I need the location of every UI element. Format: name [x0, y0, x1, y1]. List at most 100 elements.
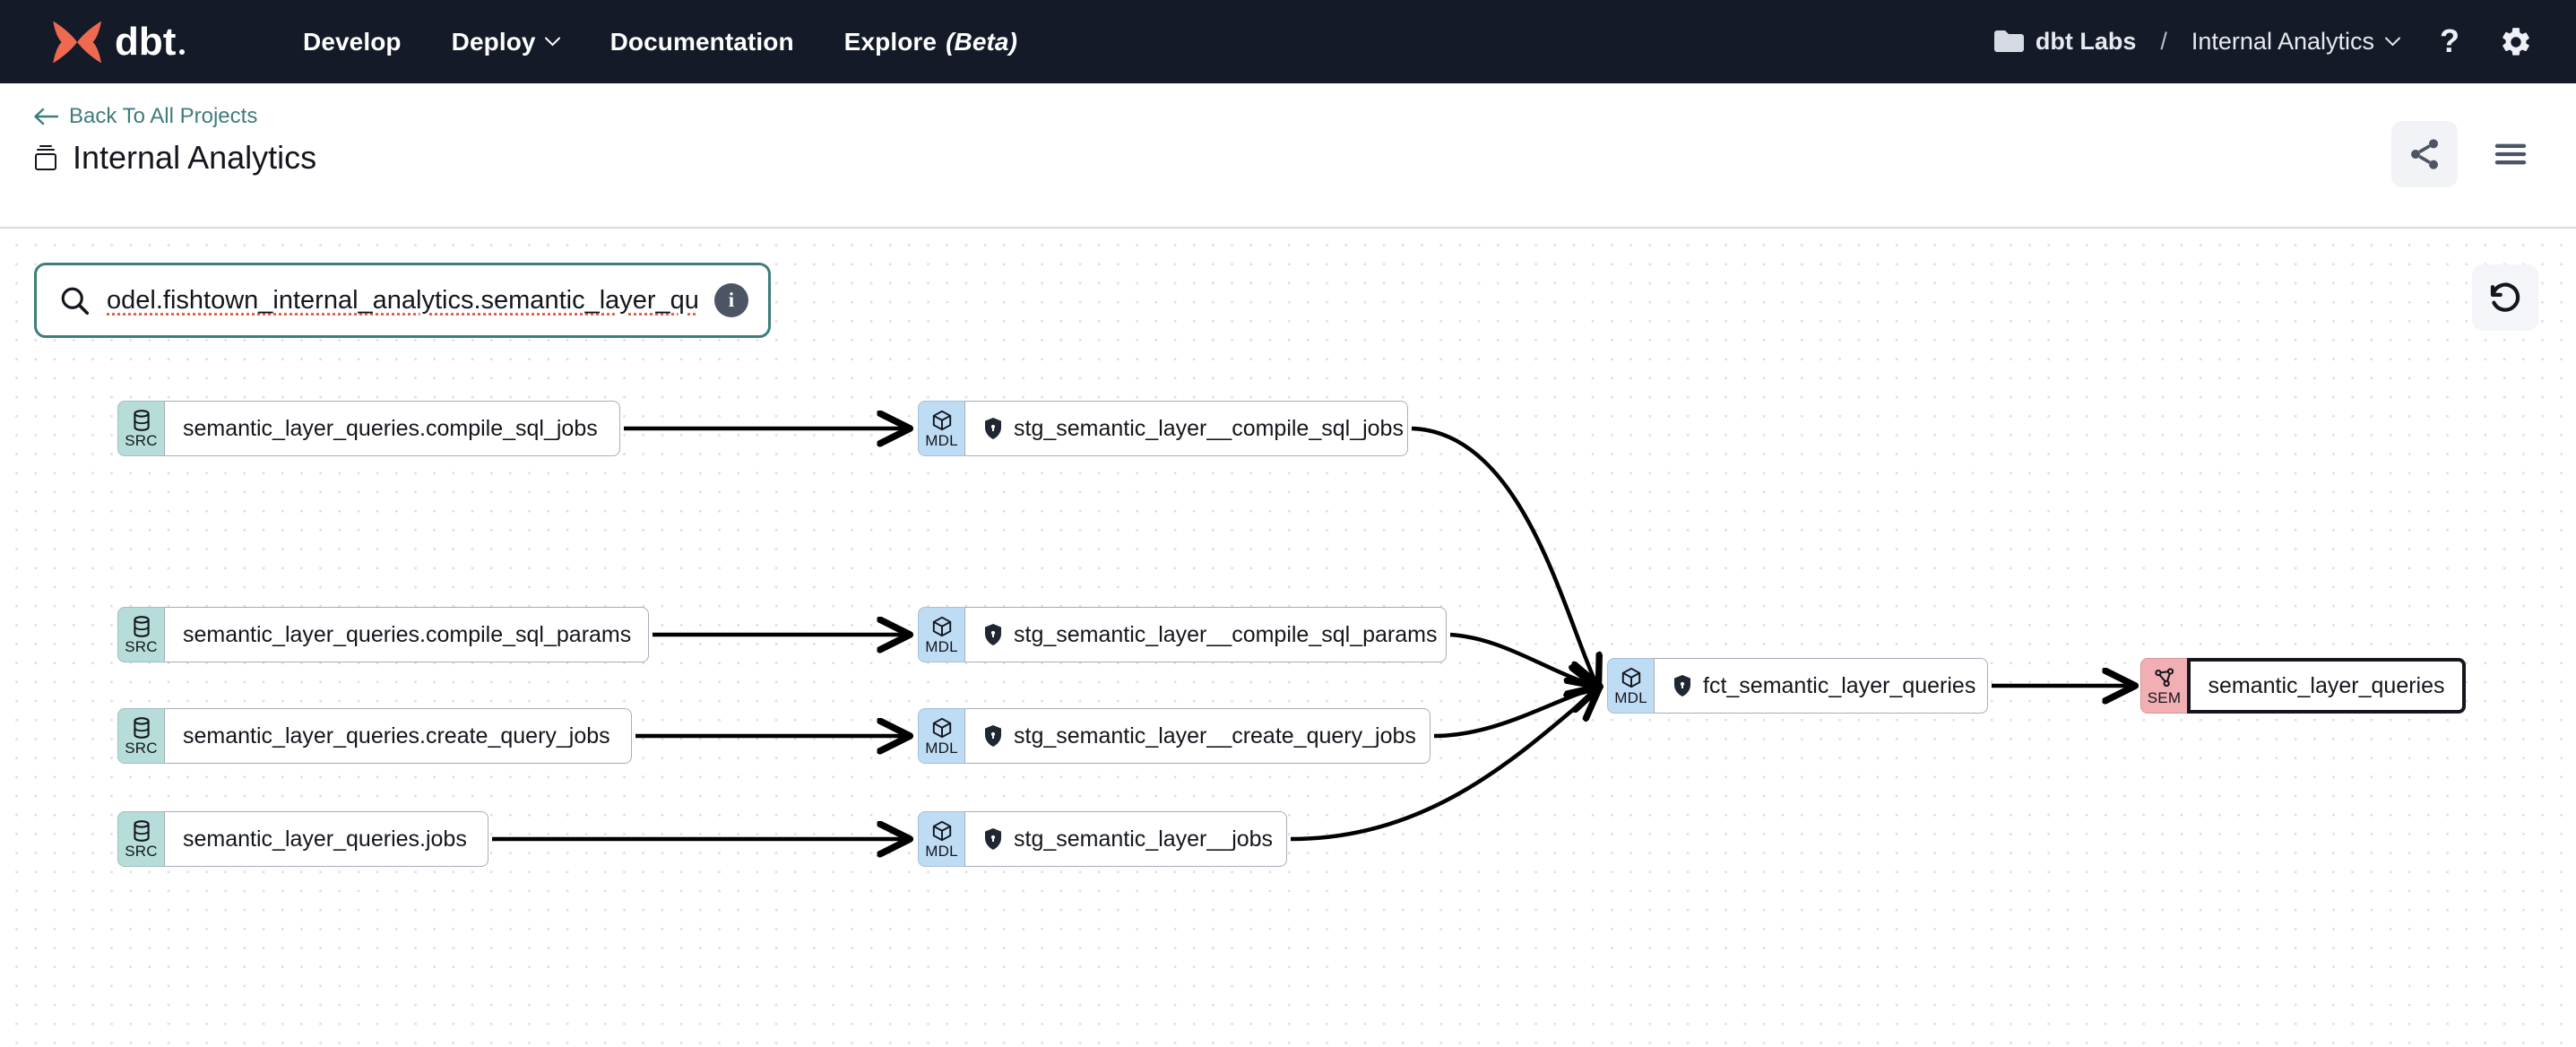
page-title-label: Internal Analytics [73, 139, 317, 176]
nav-link-documentation-label: Documentation [609, 27, 794, 56]
lineage-node-label-container[interactable]: stg_semantic_layer__compile_sql_params [964, 607, 1447, 662]
project-selector-label: Internal Analytics [2191, 28, 2374, 55]
lineage-node-src-compile-sql-jobs[interactable]: SRC semantic_layer_queries.compile_sql_j… [117, 401, 620, 456]
node-type-badge-mdl: MDL [918, 607, 964, 662]
reset-rotate-ccw-icon [2490, 282, 2520, 312]
private-shield-icon [1673, 674, 1692, 697]
svg-text:dbt: dbt [115, 22, 177, 63]
project-subheader: Back To All Projects Internal Analytics [0, 83, 2576, 229]
lineage-node-label: fct_semantic_layer_queries [1703, 672, 1976, 698]
lineage-node-src-jobs[interactable]: SRC semantic_layer_queries.jobs [117, 811, 488, 867]
question-mark-icon: ? [2440, 22, 2459, 59]
node-type-badge-label: SRC [125, 843, 158, 860]
account-project-breadcrumb[interactable]: dbt Labs / Internal Analytics [1993, 28, 2400, 56]
node-type-badge-label: MDL [925, 432, 958, 449]
lineage-node-label-container[interactable]: semantic_layer_queries.compile_sql_jobs [164, 401, 620, 456]
page-title: Internal Analytics [32, 139, 316, 177]
node-type-badge-mdl: MDL [918, 708, 964, 764]
lineage-node-label-container[interactable]: stg_semantic_layer__jobs [964, 811, 1287, 867]
private-shield-icon [983, 623, 1003, 646]
lineage-node-src-compile-sql-params[interactable]: SRC semantic_layer_queries.compile_sql_p… [117, 607, 649, 662]
semantic-network-icon [2154, 668, 2174, 688]
lineage-node-mdl-stg-jobs[interactable]: MDL stg_semantic_layer__jobs [918, 811, 1287, 867]
lineage-node-label-container[interactable]: semantic_layer_queries.compile_sql_param… [164, 607, 649, 662]
lineage-node-label: semantic_layer_queries.create_query_jobs [183, 723, 610, 748]
reset-view-button[interactable] [2472, 264, 2538, 331]
node-type-badge-label: SEM [2147, 689, 2182, 706]
arrow-left-icon [34, 108, 59, 125]
settings-button[interactable] [2499, 25, 2533, 59]
view-mode-toggle-group [2391, 121, 2544, 187]
lineage-view-toggle[interactable] [2391, 121, 2458, 187]
lineage-node-label: stg_semantic_layer__jobs [1014, 826, 1274, 852]
nav-link-deploy-label: Deploy [451, 27, 536, 56]
lineage-node-label: stg_semantic_layer__create_query_jobs [1014, 723, 1416, 748]
node-type-badge-src: SRC [117, 401, 164, 456]
node-type-badge-src: SRC [117, 607, 164, 662]
node-type-badge-label: SRC [125, 638, 158, 655]
node-type-badge-mdl: MDL [1607, 658, 1654, 714]
node-type-badge-src: SRC [117, 708, 164, 764]
lineage-node-label-container[interactable]: semantic_layer_queries [2187, 658, 2466, 714]
info-circle-icon[interactable]: i [714, 283, 748, 317]
lineage-node-mdl-stg-create-query-jobs[interactable]: MDL stg_semantic_layer__create_query_job… [918, 708, 1431, 764]
search-input[interactable] [107, 285, 698, 316]
nav-right-cluster: dbt Labs / Internal Analytics ? [1993, 22, 2542, 62]
cube-icon [932, 820, 951, 842]
node-type-badge-mdl: MDL [918, 811, 964, 867]
node-type-badge-src: SRC [117, 811, 164, 867]
project-selector[interactable]: Internal Analytics [2191, 28, 2400, 56]
nav-link-develop-label: Develop [303, 27, 402, 56]
chevron-down-icon [544, 37, 560, 47]
search-bar[interactable]: i [34, 263, 771, 338]
database-cylinder-icon [133, 717, 150, 739]
nav-link-deploy[interactable]: Deploy [427, 19, 585, 65]
lineage-node-label-container[interactable]: fct_semantic_layer_queries [1654, 658, 1988, 714]
cube-icon [1621, 667, 1640, 688]
lineage-node-label: semantic_layer_queries [2208, 672, 2445, 698]
nav-link-develop[interactable]: Develop [278, 19, 427, 65]
folder-icon [1993, 30, 2024, 52]
lineage-node-label-container[interactable]: semantic_layer_queries.jobs [164, 811, 488, 867]
dbt-logo-wordmark: dbt [115, 22, 185, 63]
node-type-badge-label: SRC [125, 432, 158, 449]
lineage-node-sem-semantic-layer-queries[interactable]: SEM semantic_layer_queries [2140, 658, 2466, 714]
back-to-all-projects-link[interactable]: Back To All Projects [32, 104, 257, 129]
help-button[interactable]: ? [2436, 22, 2463, 62]
lineage-node-src-create-query-jobs[interactable]: SRC semantic_layer_queries.create_query_… [117, 708, 632, 764]
list-view-toggle[interactable] [2477, 121, 2544, 187]
lineage-node-label: semantic_layer_queries.compile_sql_param… [183, 621, 632, 647]
nav-link-explore[interactable]: Explore (Beta) [819, 19, 1042, 65]
nav-link-documentation[interactable]: Documentation [585, 19, 819, 65]
node-type-badge-label: MDL [1614, 689, 1647, 706]
nav-link-explore-label: Explore [843, 27, 938, 56]
lineage-node-label: semantic_layer_queries.jobs [183, 826, 467, 852]
database-cylinder-icon [133, 820, 150, 842]
private-shield-icon [983, 724, 1003, 748]
lineage-node-mdl-fct-semantic-layer-queries[interactable]: MDL fct_semantic_layer_queries [1607, 658, 1988, 714]
private-shield-icon [983, 417, 1003, 440]
cube-icon [932, 410, 951, 431]
gear-icon [2503, 27, 2529, 56]
node-type-badge-label: SRC [125, 740, 158, 757]
lineage-node-mdl-stg-compile-sql-jobs[interactable]: MDL stg_semantic_layer__compile_sql_jobs [918, 401, 1408, 456]
database-cylinder-icon [133, 616, 150, 637]
lineage-node-mdl-stg-compile-sql-params[interactable]: MDL stg_semantic_layer__compile_sql_para… [918, 607, 1447, 662]
private-shield-icon [983, 827, 1003, 851]
top-navigation-bar: dbt Develop Deploy Documentation Explore… [0, 0, 2576, 83]
lineage-canvas[interactable]: i [0, 230, 2576, 1047]
lineage-node-label-container[interactable]: semantic_layer_queries.create_query_jobs [164, 708, 632, 764]
breadcrumb-separator: / [2160, 28, 2167, 55]
lineage-node-label: semantic_layer_queries.compile_sql_jobs [183, 415, 598, 441]
dbt-logo[interactable]: dbt [47, 17, 222, 67]
nav-link-explore-beta-tag: (Beta) [946, 27, 1018, 56]
lineage-node-label-container[interactable]: stg_semantic_layer__compile_sql_jobs [964, 401, 1408, 456]
node-type-badge-label: MDL [925, 740, 958, 757]
dbt-logo-mark [53, 21, 101, 63]
lineage-node-label-container[interactable]: stg_semantic_layer__create_query_jobs [964, 708, 1431, 764]
account-name: dbt Labs [2035, 28, 2137, 55]
node-type-badge-mdl: MDL [918, 401, 964, 456]
chevron-down-icon [2385, 37, 2400, 47]
search-icon [61, 287, 90, 316]
cube-icon [932, 717, 951, 739]
